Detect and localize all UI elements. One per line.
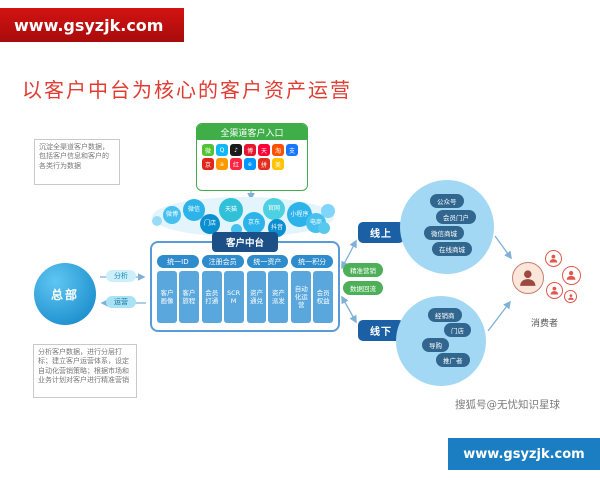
channel-app-grid: 微 Q ♪ 博 天 淘 支 京 a 红 e 拼 美 xyxy=(197,140,307,174)
offline-channel-item: 导购 xyxy=(422,338,449,352)
online-channel-item: 在线商城 xyxy=(432,242,472,256)
cloud-bubble xyxy=(321,204,335,218)
platform-capability: 会员打通 xyxy=(201,271,222,323)
platform-column-member: 注册会员 会员打通 SCRM xyxy=(201,255,244,323)
cloud-bubble: 官网 xyxy=(263,198,285,220)
cloud-bubble xyxy=(318,222,330,234)
amazon-icon: a xyxy=(216,158,228,170)
page-title: 以客户中台为核心的客户资产运营 xyxy=(22,78,352,102)
offline-channel-item: 门店 xyxy=(444,323,471,337)
consumer-avatar-main xyxy=(512,262,544,294)
wechat-icon: 微 xyxy=(202,144,214,156)
alipay-icon: 支 xyxy=(286,144,298,156)
weibo-icon: 博 xyxy=(244,144,256,156)
consumers-label: 消费者 xyxy=(531,319,559,329)
platform-column-header: 统一资产 xyxy=(246,255,289,268)
offline-node: 线下 xyxy=(358,320,404,341)
flow-label-data-backflow: 数据回流 xyxy=(343,281,383,295)
watermark-ribbon-top: www.gsyzjk.com xyxy=(0,8,184,42)
cloud-bubble xyxy=(152,216,162,226)
platform-column-id: 统一ID 客户画像 客户旅程 xyxy=(157,255,199,323)
platform-capability: 自动化运营 xyxy=(291,271,312,323)
consumer-avatar-icon xyxy=(562,266,581,285)
platform-title: 客户中台 xyxy=(211,232,279,252)
qq-icon: Q xyxy=(216,144,228,156)
pinduoduo-icon: 拼 xyxy=(258,158,270,170)
platform-columns: 统一ID 客户画像 客户旅程 注册会员 会员打通 SCRM 统一资产 资产通兑 … xyxy=(152,243,338,323)
note-data-collection: 沉淀全渠道客户数据，包括客户信息和客户的各类行为数据 xyxy=(34,139,120,185)
channel-entry-box: 全渠道客户入口 微 Q ♪ 博 天 淘 支 京 a 红 e 拼 美 xyxy=(196,123,308,191)
note-operation-strategy: 分析客户数据，进行分层打标；建立客户运营体系，设定自动化营销策略；根据市场和业务… xyxy=(33,344,137,398)
tmall-icon: 天 xyxy=(258,144,270,156)
jd-icon: 京 xyxy=(202,158,214,170)
source-credit: 搜狐号@无忧知识星球 xyxy=(455,399,560,411)
cloud-bubble xyxy=(231,224,242,235)
cloud-bubble: 天猫 xyxy=(219,198,243,222)
platform-capability: SCRM xyxy=(223,271,244,323)
platform-capability: 会员权益 xyxy=(313,271,333,323)
meituan-icon: 美 xyxy=(272,158,284,170)
taobao-icon: 淘 xyxy=(272,144,284,156)
offline-channel-item: 经销商 xyxy=(428,308,462,322)
channel-entry-title: 全渠道客户入口 xyxy=(197,124,307,140)
platform-capability: 资产通兑 xyxy=(246,271,267,323)
cloud-bubble: 微博 xyxy=(163,206,181,224)
cloud-bubble: 微信 xyxy=(183,199,205,221)
headquarters-node: 总部 xyxy=(34,263,96,325)
cloud-bubble: 门店 xyxy=(200,214,220,234)
online-node: 线上 xyxy=(358,222,404,243)
eleme-icon: e xyxy=(244,158,256,170)
consumer-avatar-icon xyxy=(545,250,562,267)
platform-capability: 资产派发 xyxy=(268,271,289,323)
douyin-icon: ♪ xyxy=(230,144,242,156)
customer-middle-platform: 客户中台 统一ID 客户画像 客户旅程 注册会员 会员打通 SCRM 统一资产 … xyxy=(150,232,340,332)
platform-column-header: 注册会员 xyxy=(201,255,244,268)
offline-channel-item: 推广者 xyxy=(436,353,470,367)
platform-capability: 客户画像 xyxy=(157,271,177,323)
flow-label-operate: 运营 xyxy=(106,296,136,308)
online-channel-item: 公众号 xyxy=(430,194,464,208)
consumer-avatar-icon xyxy=(546,282,563,299)
flow-label-precision-marketing: 精准营销 xyxy=(343,263,383,277)
consumers-cluster xyxy=(512,248,584,312)
consumer-avatar-icon xyxy=(564,290,577,303)
online-channel-item: 会员门户 xyxy=(436,210,476,224)
platform-column-header: 统一积分 xyxy=(291,255,333,268)
platform-column-points: 统一积分 自动化运营 会员权益 xyxy=(291,255,333,323)
xiaohongshu-icon: 红 xyxy=(230,158,242,170)
flow-label-analyze: 分析 xyxy=(106,270,136,282)
online-channel-item: 微信商城 xyxy=(424,226,464,240)
platform-capability: 客户旅程 xyxy=(178,271,199,323)
platform-column-assets: 统一资产 资产通兑 资产派发 xyxy=(246,255,289,323)
watermark-ribbon-bottom: www.gsyzjk.com xyxy=(448,438,600,470)
platform-column-header: 统一ID xyxy=(157,255,199,268)
cloud-bubble: 京东 xyxy=(243,212,265,234)
